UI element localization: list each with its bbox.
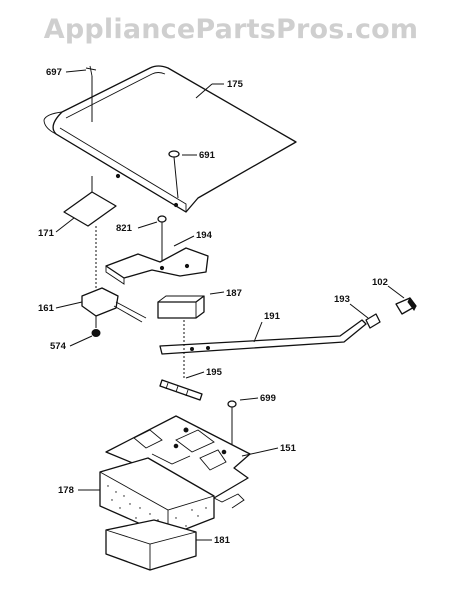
leader-161a [55,301,83,309]
part-161-switch[interactable] [81,287,147,328]
leader-191 [253,321,263,343]
callout-193: 193 [334,294,350,305]
part-194-bracket[interactable] [105,247,209,285]
callout-821: 821 [116,223,133,234]
part-574-nut[interactable] [91,329,101,337]
leader-187 [209,291,225,295]
leader-195 [185,371,205,379]
site-watermark: AppliancePartsPros.com [43,14,419,45]
part-178-insulation[interactable] [99,457,215,537]
callout-102: 102 [372,277,388,288]
part-697-screw[interactable] [85,65,97,122]
part-181-box[interactable] [105,519,197,571]
callout-181: 181 [214,535,231,546]
callout-699: 699 [260,393,276,404]
part-187-block[interactable] [157,295,205,319]
part-195-spring[interactable] [159,379,203,401]
leader-102 [387,285,405,299]
callout-171: 171 [38,228,55,239]
part-102-knob[interactable] [395,297,417,315]
callout-691: 691 [199,150,216,161]
callout-697: 697 [46,67,62,78]
callout-191: 191 [264,311,281,322]
part-821-screw[interactable] [157,215,167,262]
part-193-clip[interactable] [365,313,381,329]
part-691-screw[interactable] [168,150,180,199]
part-171-plate[interactable] [63,191,117,227]
part-699-screw[interactable] [227,400,237,446]
callout-194: 194 [196,230,213,241]
callout-195: 195 [206,367,223,378]
callout-187: 187 [226,288,242,299]
callout-178: 178 [58,485,74,496]
callout-151: 151 [280,443,297,454]
leader-574 [69,335,93,347]
callout-574: 574 [50,341,67,352]
leader-697 [65,69,87,73]
part-175-cover[interactable] [43,65,297,213]
leader-151 [241,447,279,457]
part-151-mechanism[interactable] [105,415,251,509]
leader-194 [173,235,195,247]
part-191-rod[interactable] [159,319,367,355]
callout-175: 175 [227,79,244,90]
leader-193 [349,303,369,319]
leader-171 [55,217,75,233]
leader-699 [239,397,259,401]
callout-161a: 161 [38,303,55,314]
leader-821 [137,221,158,229]
